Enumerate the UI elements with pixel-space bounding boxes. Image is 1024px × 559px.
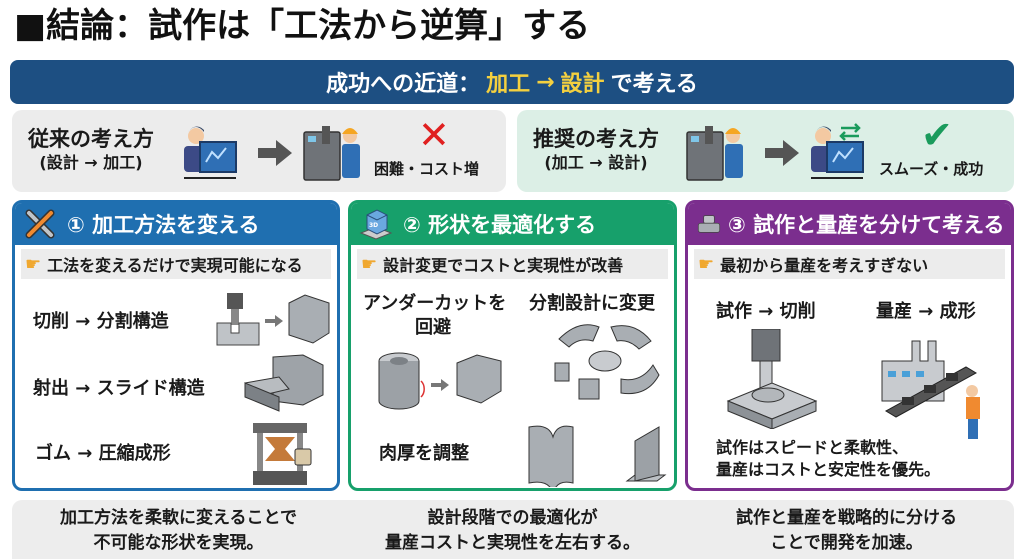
check-icon: ✔ [921, 113, 953, 157]
summary-line: 量産コストと実現性を左右する。 [385, 533, 640, 553]
list-item: 分割設計に変更 [529, 293, 655, 314]
injection-mold-icon [244, 354, 324, 412]
3d-cube-icon: 3D [359, 209, 393, 240]
panel-header: ③ 試作と量産を分けて考える [688, 203, 1011, 245]
banner-step1: 加工 [486, 72, 531, 97]
designer-icon [184, 126, 237, 179]
pointing-hand-icon: ☛ [698, 253, 715, 275]
new-approach-result: スムーズ・成功 [879, 160, 984, 178]
summary-footer: 加工方法を柔軟に変えることで 不可能な形状を実現。 設計段階での最適化が 量産コ… [12, 500, 1014, 559]
wall-thickness-icon [528, 425, 667, 487]
summary-line: ことで開発を加速。 [770, 533, 923, 553]
machinist-icon [303, 126, 360, 181]
old-approach-flow: (設計 → 加工) [39, 153, 143, 172]
summary-item: 加工方法を柔軟に変えることで 不可能な形状を実現。 [12, 506, 345, 556]
pointing-hand-icon: ☛ [361, 253, 378, 275]
old-approach-title: 従来の考え方 [28, 127, 154, 151]
panel-title: ③ 試作と量産を分けて考える [728, 213, 1005, 237]
panel-change-process: ① 加工方法を変える ☛ 工法を変えるだけで実現可能になる 切削 → 分割構造 … [12, 200, 340, 491]
panel-note-line: 試作はスピードと柔軟性、 [716, 438, 909, 457]
part-icon [697, 215, 721, 233]
cutting-to-split-icon [216, 293, 330, 346]
banner-suffix: で考える [610, 72, 698, 97]
list-item: 射出 → スライド構造 [33, 378, 205, 399]
panel-tip: ☛ 設計変更でコストと実現性が改善 [357, 249, 668, 279]
summary-item: 試作と量産を戦略的に分ける ことで開発を加速。 [680, 506, 1013, 556]
svg-text:3D: 3D [369, 222, 378, 229]
split-design-icon [554, 324, 660, 400]
summary-line: 加工方法を柔軟に変えることで [60, 508, 297, 528]
undercut-avoid-icon [378, 352, 502, 410]
list-item: 試作 → 切削 [716, 301, 816, 322]
panel-tip-text: 設計変更でコストと実現性が改善 [383, 256, 624, 275]
banner-step2: 設計 [560, 72, 605, 97]
panel-note: 試作はスピードと柔軟性、 量産はコストと安定性を優先。 [716, 437, 940, 481]
old-approach-result: 困難・コスト増 [374, 160, 480, 178]
list-item: 量産 → 成形 [876, 301, 976, 322]
new-approach-label: 推奨の考え方 (加工 → 設計) [533, 126, 659, 174]
panel-tip: ☛ 最初から量産を考えすぎない [694, 249, 1005, 279]
list-item: 切削 → 分割構造 [33, 311, 169, 332]
panel-title: ① 加工方法を変える [67, 213, 260, 237]
summary-item: 設計段階での最適化が 量産コストと実現性を左右する。 [346, 506, 679, 556]
list-item: アンダーカットを [363, 293, 507, 314]
new-approach-title: 推奨の考え方 [533, 127, 659, 151]
arrow-right-icon [765, 140, 799, 166]
panel-tip-text: 工法を変えるだけで実現可能になる [47, 256, 303, 275]
panel-optimize-shape: 3D ② 形状を最適化する ☛ 設計変更でコストと実現性が改善 アンダーカットを… [348, 200, 677, 491]
page-title: ■結論：試作は「工法から逆算」する [14, 6, 591, 46]
recommended-approach-box: 推奨の考え方 (加工 → 設計) ✔ スムーズ・成功 [517, 110, 1014, 192]
wrench-icon [25, 209, 55, 239]
summary-line: 設計段階での最適化が [427, 508, 598, 528]
panel-note-line: 量産はコストと安定性を優先。 [716, 460, 941, 479]
old-approach-box: 従来の考え方 (設計 → 加工) ✕ 困難・コスト増 [12, 110, 506, 192]
banner-arrow: → [536, 69, 555, 95]
compression-press-icon [253, 423, 312, 485]
factory-conveyor-icon [881, 340, 980, 439]
new-approach-flow: (加工 → 設計) [544, 153, 648, 172]
summary-line: 試作と量産を戦略的に分ける [736, 508, 957, 528]
designer-icon [811, 123, 864, 179]
panel-tip-text: 最初から量産を考えすぎない [720, 256, 929, 275]
machinist-icon [686, 126, 743, 181]
banner: 成功への近道： 加工 → 設計 で考える [10, 60, 1014, 104]
panel-header: ① 加工方法を変える [15, 203, 337, 245]
arrow-right-icon [258, 140, 292, 166]
list-item: 肉厚を調整 [379, 443, 469, 464]
list-item: 回避 [415, 317, 451, 338]
old-approach-label: 従来の考え方 (設計 → 加工) [28, 126, 154, 174]
panel-tip: ☛ 工法を変えるだけで実現可能になる [21, 249, 331, 279]
cross-icon: ✕ [418, 113, 450, 157]
list-item: ゴム → 圧縮成形 [35, 443, 171, 464]
cnc-milling-icon [726, 329, 818, 429]
banner-prefix: 成功への近道： [326, 72, 481, 97]
pointing-hand-icon: ☛ [25, 253, 42, 275]
panel-header: 3D ② 形状を最適化する [351, 203, 674, 245]
panel-title: ② 形状を最適化する [403, 213, 597, 237]
panel-separate-proto-mass: ③ 試作と量産を分けて考える ☛ 最初から量産を考えすぎない 試作 → 切削 量… [685, 200, 1014, 491]
summary-line: 不可能な形状を実現。 [93, 533, 264, 553]
